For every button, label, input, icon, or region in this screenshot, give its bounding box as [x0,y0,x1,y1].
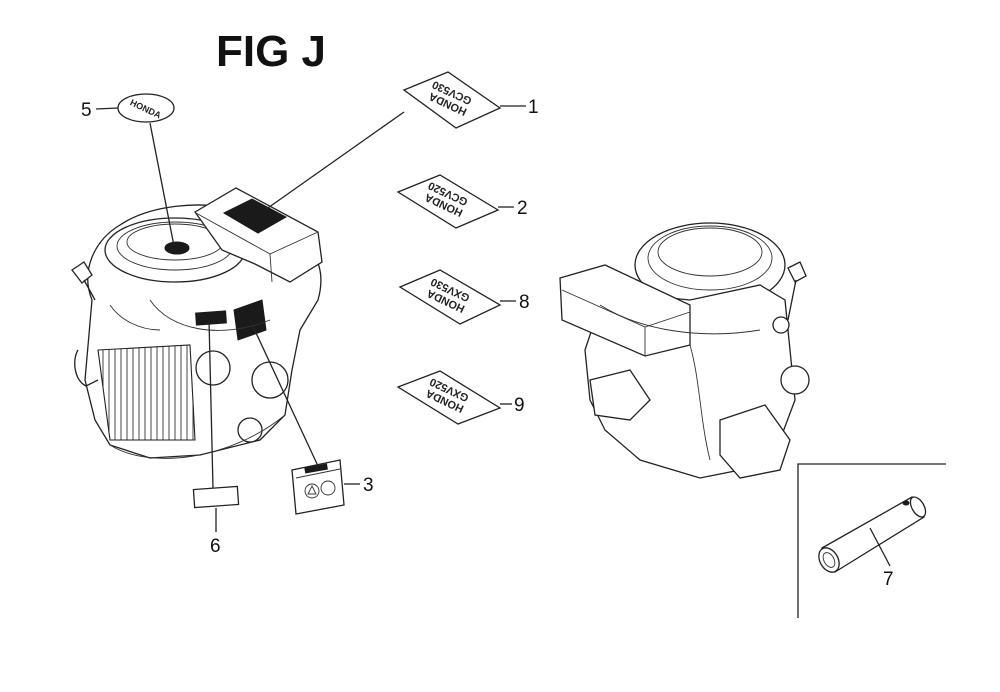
emblem-5: HONDA [117,93,175,123]
label-3 [291,459,345,515]
engine-rear-view [559,222,810,479]
decal-2: HONDA GCV520 [396,174,500,229]
label-3-header [304,463,328,474]
callout-5: 5 [81,100,92,121]
callout-7: 7 [883,569,894,590]
warning-triangle-icon [307,484,317,495]
callout-1: 1 [528,97,539,118]
socket-wrench-7 [797,463,946,618]
figure-title: FIG J [216,27,326,76]
decal-8: HONDA GXV530 [398,269,502,325]
decal-1: HONDA GCV530 [402,71,502,129]
label-6 [192,485,240,509]
callout-6: 6 [210,536,221,557]
decal-area-1 [222,198,288,234]
callout-2: 2 [517,198,528,219]
callout-8: 8 [519,292,530,313]
caution-icon [320,480,336,496]
leader-lines [95,105,891,567]
callout-9: 9 [514,395,525,416]
decal-area-6 [195,310,227,326]
decal-9: HONDA GXV520 [396,370,502,425]
callout-3: 3 [363,475,374,496]
warning-icon [304,483,320,499]
engine-front-view [71,187,323,459]
emblem-mount-spot [164,241,190,255]
callout-numbers: 1 2 3 5 6 7 8 9 [81,97,894,590]
